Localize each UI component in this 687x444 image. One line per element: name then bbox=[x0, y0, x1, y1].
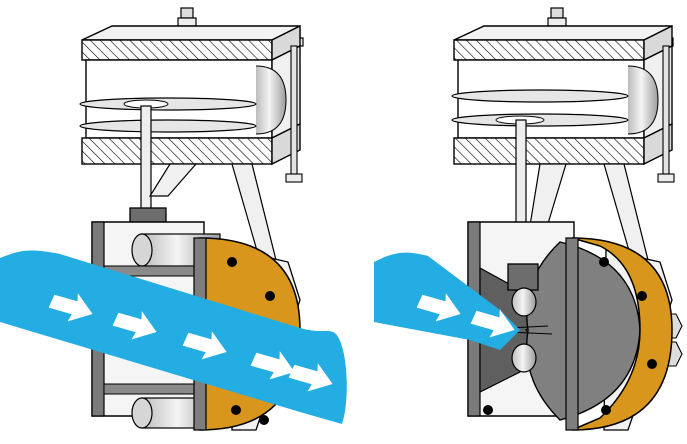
fluid-flow bbox=[0, 250, 347, 424]
top-plate bbox=[81, 25, 301, 41]
flange bbox=[483, 237, 673, 431]
flow-arrows bbox=[48, 293, 333, 392]
bolt-hole-icon bbox=[227, 257, 237, 267]
flow-arrow-icon bbox=[48, 293, 93, 322]
bolt-hole-icon bbox=[599, 257, 609, 267]
actuator-housing bbox=[79, 7, 304, 183]
bottom-plate-section bbox=[81, 137, 273, 165]
flow-arrow-icon bbox=[250, 351, 295, 380]
bolt-hole-icon bbox=[647, 359, 657, 369]
flow-arrow-icon bbox=[112, 311, 157, 340]
lower-pinch-roller bbox=[511, 343, 537, 373]
flow-arrow-icon bbox=[182, 331, 227, 360]
flow-arrows bbox=[416, 293, 515, 338]
bolt-hole-icon bbox=[483, 405, 493, 415]
flow-arrow-icon bbox=[470, 309, 515, 338]
flow-arrow-icon bbox=[416, 293, 461, 322]
bolt-hole-icon bbox=[231, 405, 241, 415]
actuator-housing bbox=[451, 7, 675, 183]
open-valve-panel bbox=[0, 7, 347, 431]
flow-arrow-icon bbox=[288, 363, 333, 392]
upper-pinch-roller bbox=[511, 287, 537, 317]
compressor-bar bbox=[507, 263, 539, 291]
bolt-hole-icon bbox=[637, 291, 647, 301]
bolt-hole-icon bbox=[601, 405, 611, 415]
top-plate-section bbox=[81, 39, 273, 61]
diaphragm bbox=[451, 89, 629, 103]
closed-valve-panel bbox=[374, 7, 683, 431]
bolt-hole-icon bbox=[265, 291, 275, 301]
